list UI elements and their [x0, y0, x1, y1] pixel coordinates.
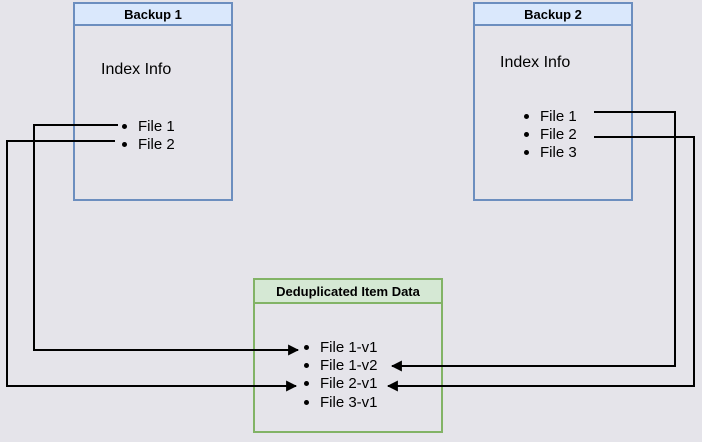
backup1-title: Backup 1 — [75, 4, 231, 26]
dedup-title: Deduplicated Item Data — [255, 280, 441, 304]
list-item-file1: File 1 — [524, 107, 577, 125]
backup1-node: Backup 1 Index Info File 1 File 2 — [73, 2, 233, 201]
backup2-title: Backup 2 — [475, 4, 631, 26]
list-item-file1-v2: File 1-v2 — [304, 356, 378, 374]
dedup-file-list: File 1-v1 File 1-v2 File 2-v1 File 3-v1 — [304, 338, 378, 412]
list-item-file1: File 1 — [122, 117, 175, 135]
list-item-file2: File 2 — [122, 135, 175, 153]
backup2-index-info-label: Index Info — [500, 54, 571, 71]
list-item-file1-v1: File 1-v1 — [304, 338, 378, 356]
backup2-node: Backup 2 Index Info File 1 File 2 File 3 — [473, 2, 633, 201]
list-item-file3: File 3 — [524, 144, 577, 162]
list-item-file2-v1: File 2-v1 — [304, 375, 378, 393]
list-item-file3-v1: File 3-v1 — [304, 393, 378, 411]
list-item-file2: File 2 — [524, 125, 577, 143]
backup1-file-list: File 1 File 2 — [122, 117, 175, 154]
backup1-index-info-label: Index Info — [101, 61, 172, 78]
dedup-node: Deduplicated Item Data File 1-v1 File 1-… — [253, 278, 443, 433]
backup2-file-list: File 1 File 2 File 3 — [524, 107, 577, 162]
